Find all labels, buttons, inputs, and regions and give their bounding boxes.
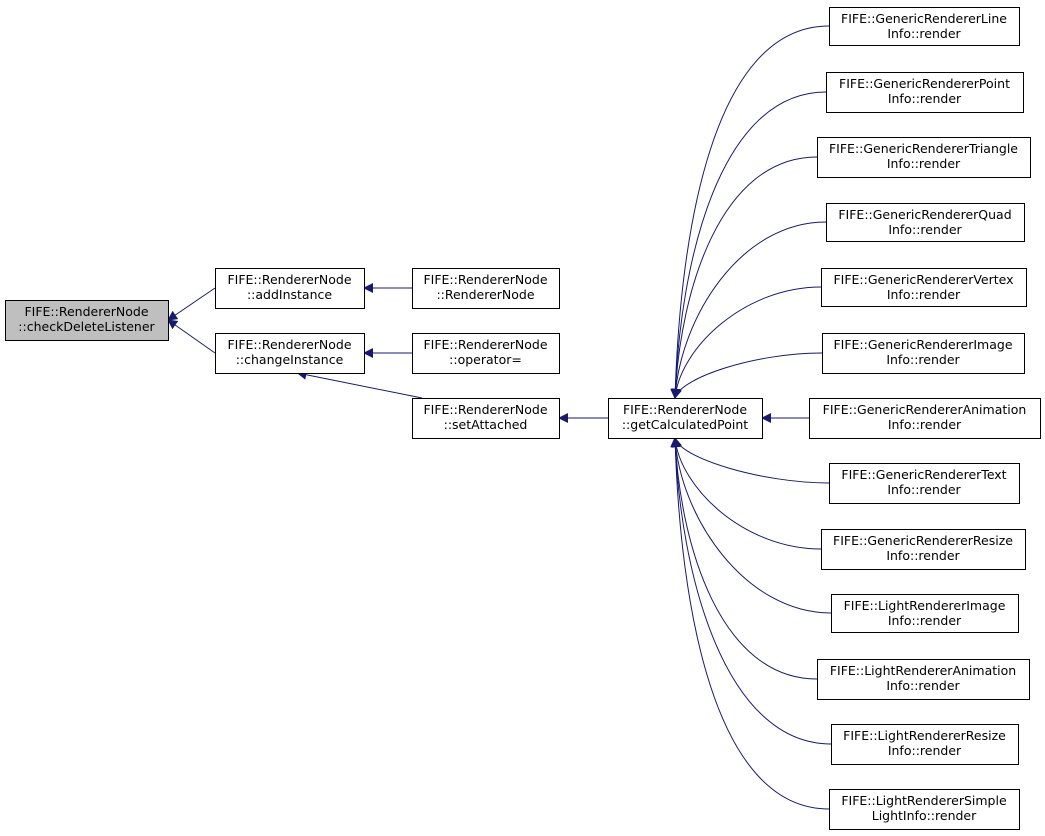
- edge-textInfo-to-getCalculatedPoint: [672, 437, 830, 484]
- node-label-line2: ::addInstance: [247, 287, 332, 302]
- node-box: [829, 789, 1020, 830]
- node-changeInstance[interactable]: FIFE::RendererNode::changeInstance: [215, 333, 365, 374]
- node-box: [831, 594, 1019, 633]
- node-label-line1: FIFE::GenericRendererTriangle: [829, 141, 1018, 156]
- edge-pointInfo-to-getCalculatedPoint: [670, 91, 827, 399]
- node-getCalculatedPoint[interactable]: FIFE::RendererNode::getCalculatedPoint: [608, 398, 763, 439]
- node-label-line1: FIFE::RendererNode: [623, 402, 747, 417]
- node-label-line2: Info::render: [888, 743, 962, 758]
- node-label-line2: Info::render: [887, 156, 961, 171]
- node-box: [822, 333, 1025, 374]
- node-box: [829, 7, 1020, 46]
- node-label-line2: Info::render: [888, 222, 962, 237]
- node-box: [831, 724, 1019, 765]
- edge-quadInfo-to-getCalculatedPoint: [670, 221, 827, 399]
- node-label-line1: FIFE::GenericRendererText: [841, 467, 1006, 482]
- node-box: [5, 300, 169, 341]
- node-label-line1: FIFE::GenericRendererQuad: [838, 207, 1011, 222]
- node-label-line2: Info::render: [887, 287, 961, 302]
- node-label-line2: ::checkDeleteListener: [18, 319, 155, 334]
- node-label-line1: FIFE::GenericRendererResize: [833, 533, 1013, 548]
- node-label-line1: FIFE::LightRendererSimple: [841, 793, 1007, 808]
- node-operatorEq[interactable]: FIFE::RendererNode::operator=: [412, 333, 560, 374]
- node-box: [829, 463, 1020, 504]
- node-label-line1: FIFE::GenericRendererLine: [841, 11, 1007, 26]
- node-label-line2: Info::render: [888, 613, 962, 628]
- node-label-line1: FIFE::LightRendererImage: [844, 598, 1006, 613]
- node-label-line1: FIFE::RendererNode: [423, 402, 547, 417]
- node-box: [608, 398, 763, 439]
- node-label-line2: ::changeInstance: [236, 352, 344, 367]
- edge-lightResizeInfo-to-getCalculatedPoint: [670, 437, 832, 745]
- node-addInstance[interactable]: FIFE::RendererNode::addInstance: [215, 268, 365, 309]
- node-label-line2: Info::render: [886, 678, 960, 693]
- node-box: [821, 529, 1026, 570]
- node-box: [817, 659, 1030, 700]
- node-label-line2: Info::render: [886, 352, 960, 367]
- node-label-line1: FIFE::GenericRendererPoint: [839, 76, 1010, 91]
- node-triangleInfo[interactable]: FIFE::GenericRendererTriangleInfo::rende…: [817, 137, 1031, 178]
- nodes-layer: FIFE::RendererNode::checkDeleteListenerF…: [5, 7, 1041, 830]
- node-animationInfo[interactable]: FIFE::GenericRendererAnimationInfo::rend…: [809, 398, 1041, 439]
- node-label-line1: FIFE::GenericRendererAnimation: [823, 402, 1027, 417]
- edge-resizeInfo-to-getCalculatedPoint: [670, 437, 822, 550]
- node-label-line1: FIFE::RendererNode: [227, 337, 351, 352]
- node-label-line1: FIFE::RendererNode: [423, 337, 547, 352]
- edge-lightImageInfo-to-getCalculatedPoint: [670, 437, 832, 614]
- node-label-line2: ::RendererNode: [436, 287, 534, 302]
- node-rendererNode[interactable]: FIFE::RendererNode::RendererNode: [412, 268, 560, 309]
- edge-changeInstance-to-checkDeleteListener: [167, 319, 216, 354]
- node-label-line1: FIFE::LightRendererAnimation: [830, 663, 1016, 678]
- edge-setAttached-to-changeInstance: [296, 369, 423, 399]
- edge-imageInfo-to-getCalculatedPoint: [672, 352, 823, 399]
- node-label-line1: FIFE::RendererNode: [227, 272, 351, 287]
- node-label-line1: FIFE::LightRendererResize: [843, 728, 1006, 743]
- node-label-line2: Info::render: [886, 548, 960, 563]
- node-lightSimpleInfo[interactable]: FIFE::LightRendererSimpleLightInfo::rend…: [829, 789, 1020, 830]
- edge-lightAnimationInfo-to-getCalculatedPoint: [670, 437, 818, 680]
- node-box: [412, 268, 560, 309]
- node-label-line1: FIFE::GenericRendererVertex: [833, 272, 1013, 287]
- node-label-line1: FIFE::GenericRendererImage: [833, 337, 1012, 352]
- node-label-line2: LightInfo::render: [872, 808, 977, 823]
- edges-layer: [167, 25, 832, 810]
- node-label-line2: ::operator=: [449, 352, 522, 367]
- node-label-line2: Info::render: [888, 417, 962, 432]
- node-box: [821, 268, 1027, 307]
- edge-lineInfo-to-getCalculatedPoint: [670, 25, 830, 399]
- node-setAttached[interactable]: FIFE::RendererNode::setAttached: [412, 398, 560, 439]
- edge-vertexInfo-to-getCalculatedPoint: [670, 286, 822, 399]
- node-box: [412, 333, 560, 374]
- node-label-line1: FIFE::RendererNode: [423, 272, 547, 287]
- node-checkDeleteListener[interactable]: FIFE::RendererNode::checkDeleteListener: [5, 300, 169, 341]
- edge-triangleInfo-to-getCalculatedPoint: [670, 156, 818, 399]
- node-label-line2: Info::render: [887, 482, 961, 497]
- edge-addInstance-to-checkDeleteListener: [167, 287, 216, 321]
- node-box: [215, 268, 365, 309]
- node-label-line2: ::getCalculatedPoint: [622, 417, 748, 432]
- node-box: [817, 137, 1031, 178]
- node-label-line1: FIFE::RendererNode: [24, 304, 148, 319]
- node-box: [215, 333, 365, 374]
- node-box: [412, 398, 560, 439]
- node-label-line2: Info::render: [888, 91, 962, 106]
- node-label-line2: ::setAttached: [444, 417, 528, 432]
- node-box: [826, 203, 1025, 242]
- node-box: [826, 72, 1024, 113]
- edge-lightSimpleInfo-to-getCalculatedPoint: [670, 437, 830, 810]
- node-box: [809, 398, 1041, 439]
- node-label-line2: Info::render: [887, 26, 961, 41]
